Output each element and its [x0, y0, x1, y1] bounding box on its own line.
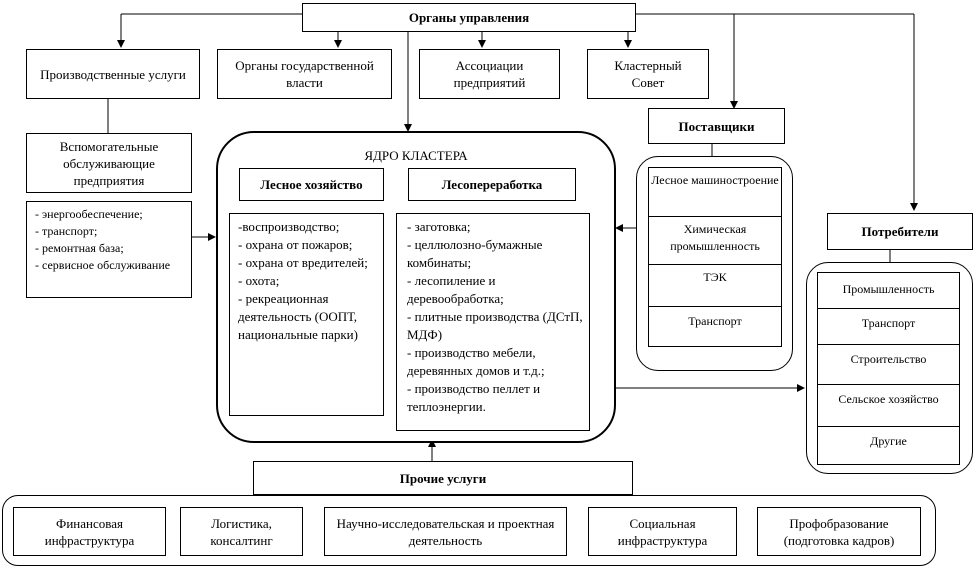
list-item: - производство мебели, деревянных домов … [407, 345, 545, 378]
forestry-title-box: Лесное хозяйство [239, 168, 384, 201]
list-item: Лесное машиностроение [649, 168, 781, 216]
suppliers-frame [636, 156, 793, 371]
list-item-label: Сельское хозяйство [838, 392, 939, 406]
vocational-education-box: Профобразование (подготовка кадров) [757, 507, 921, 556]
list-item: - сервисное обслуживание [35, 258, 171, 272]
list-item: - охрана от вредителей; [238, 255, 368, 270]
cluster-core-title: ЯДРО КЛАСТЕРА [364, 148, 468, 163]
list-item: Другие [818, 426, 959, 464]
suppliers-title: Поставщики [678, 118, 755, 134]
list-item: Химическая промышленность [649, 216, 781, 264]
auxiliary-services-list: - энергообеспечение; - транспорт; - ремо… [26, 201, 192, 298]
processing-title-box: Лесопереработка [408, 168, 576, 201]
associations-box: Ассоциации предприятий [419, 49, 560, 99]
consumers-title-box: Потребители [827, 213, 973, 250]
list-item: Транспорт [818, 308, 959, 344]
list-item-label: Лесное машиностроение [651, 173, 779, 187]
list-item-label: Другие [870, 434, 907, 448]
list-item-label: Транспорт [688, 314, 742, 328]
list-item: - рекреационная деятельность (ООПТ, наци… [238, 291, 358, 342]
list-item: Строительство [818, 344, 959, 384]
suppliers-list: Лесное машиностроение Химическая промышл… [648, 167, 782, 347]
list-item: Транспорт [649, 306, 781, 346]
production-services-label: Производственные услуги [40, 66, 186, 82]
production-services-box: Производственные услуги [26, 49, 200, 99]
list-item: Сельское хозяйство [818, 384, 959, 426]
associations-label: Ассоциации предприятий [453, 58, 526, 90]
logistics-consulting-box: Логистика, консалтинг [180, 507, 303, 556]
list-item: - транспорт; [35, 224, 98, 238]
government-bodies-label: Органы государственной власти [235, 58, 374, 90]
list-item-label: Транспорт [861, 316, 916, 330]
list-item: -воспроизводство; [238, 219, 340, 234]
list-item: - энергообеспечение; [35, 207, 143, 221]
forestry-title: Лесное хозяйство [260, 177, 363, 192]
list-item-label: Строительство [850, 352, 927, 366]
governance-label: Органы управления [408, 10, 530, 25]
other-services-title: Прочие услуги [399, 470, 487, 486]
list-item: - охота; [238, 273, 280, 288]
list-item-label: ТЭК [703, 270, 727, 284]
list-item-label: Промышленность [842, 282, 935, 296]
vocational-education-label: Профобразование (подготовка кадров) [783, 515, 895, 548]
social-infrastructure-box: Социальная инфраструктура [588, 507, 737, 556]
list-item: Промышленность [818, 273, 959, 308]
list-item: - ремонтная база; [35, 241, 124, 255]
auxiliary-enterprises-box: Вспомогательные обслуживающие предприяти… [26, 133, 192, 193]
processing-title: Лесопереработка [441, 177, 543, 192]
government-bodies-box: Органы государственной власти [217, 49, 392, 99]
auxiliary-enterprises-label: Вспомогательные обслуживающие предприяти… [59, 138, 159, 188]
social-infrastructure-label: Социальная инфраструктура [617, 515, 708, 548]
cluster-council-box: Кластерный Совет [587, 49, 709, 99]
governance-box: Органы управления [302, 3, 636, 32]
other-services-title-box: Прочие услуги [253, 461, 633, 495]
financial-infrastructure-label: Финансовая инфраструктура [44, 515, 135, 548]
logistics-consulting-label: Логистика, консалтинг [210, 515, 273, 548]
financial-infrastructure-box: Финансовая инфраструктура [13, 507, 166, 556]
consumers-list: Промышленность Транспорт Строительство С… [817, 272, 960, 465]
list-item: - лесопиление и деревообработка; [407, 273, 504, 306]
list-item: - плитные производства (ДСтП, МДФ) [407, 309, 583, 342]
list-item: - производство пеллет и теплоэнергии. [407, 381, 541, 414]
consumers-title: Потребители [861, 224, 939, 239]
forestry-list: -воспроизводство; - охрана от пожаров; -… [229, 213, 384, 416]
list-item: ТЭК [649, 264, 781, 306]
research-label: Научно-исследовательская и проектная дея… [336, 515, 555, 548]
list-item: - целлюлозно-бумажные комбинаты; [407, 237, 543, 270]
cluster-council-label: Кластерный Совет [614, 58, 682, 90]
processing-list: - заготовка; - целлюлозно-бумажные комби… [396, 213, 590, 431]
suppliers-title-box: Поставщики [648, 108, 785, 144]
consumers-frame [806, 262, 973, 474]
research-box: Научно-исследовательская и проектная дея… [324, 507, 567, 556]
list-item: - охрана от пожаров; [238, 237, 353, 252]
list-item-label: Химическая промышленность [670, 222, 760, 253]
list-item: - заготовка; [407, 219, 471, 234]
